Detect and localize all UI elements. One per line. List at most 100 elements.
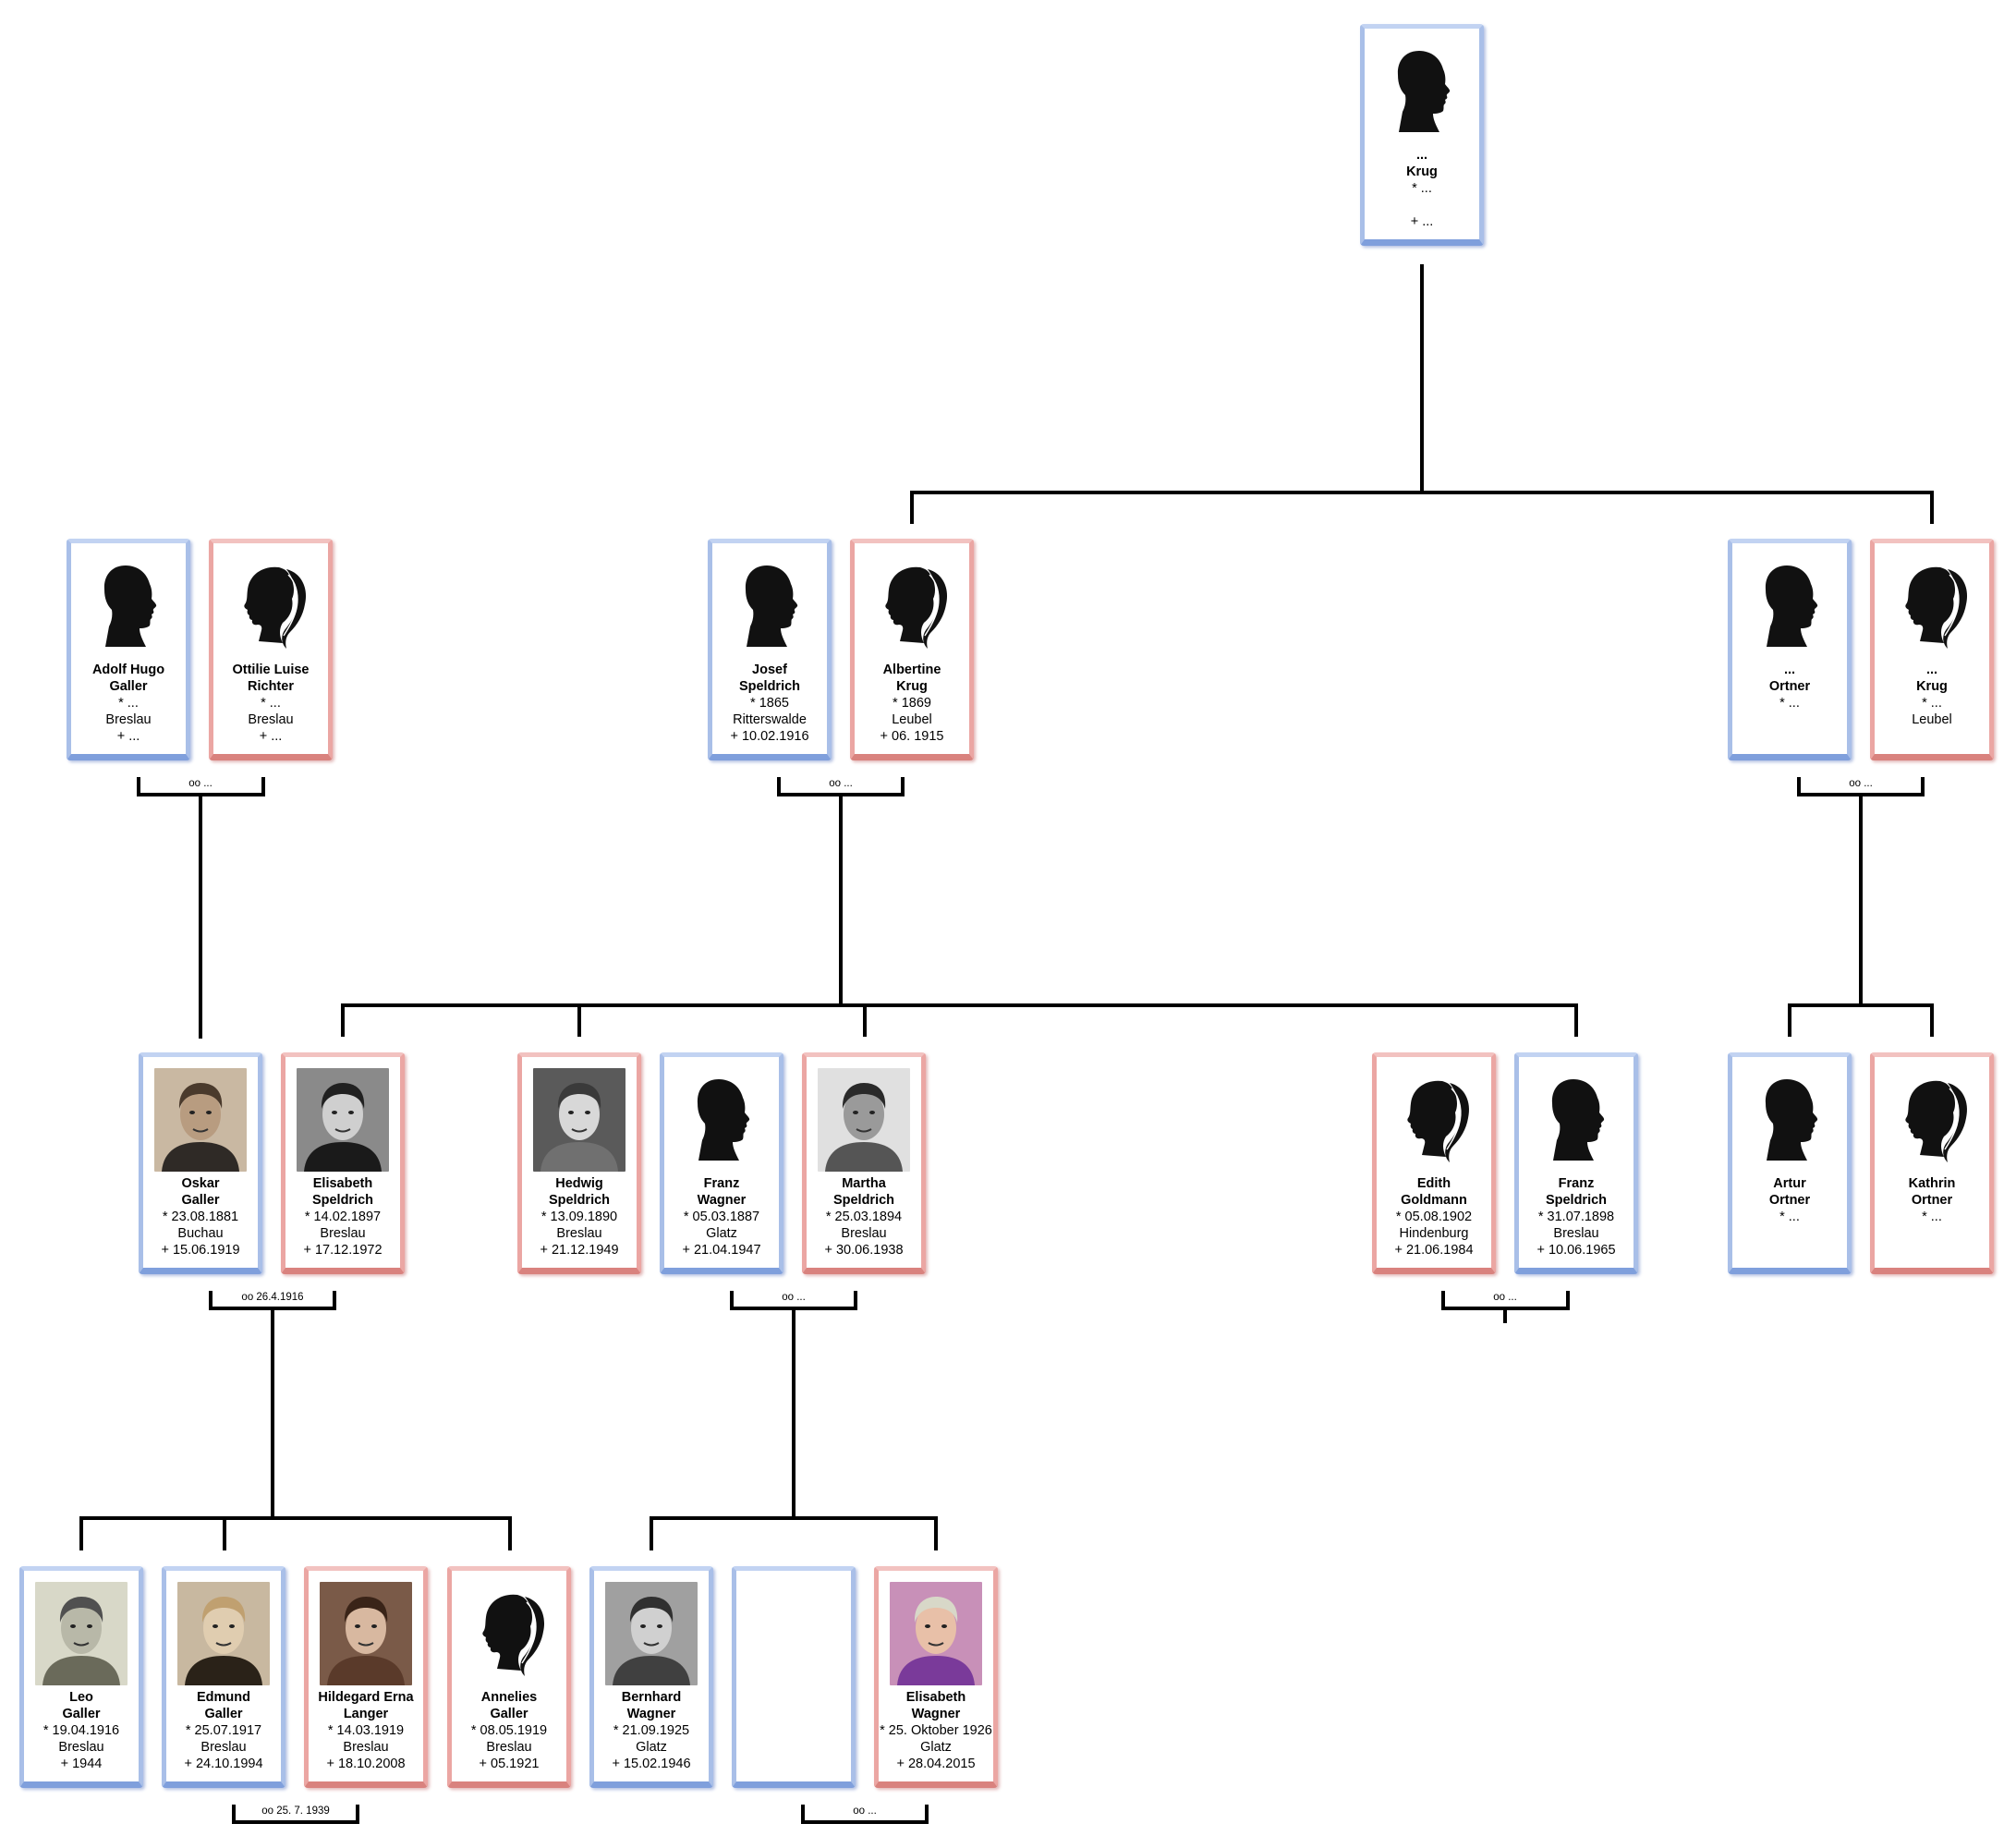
person-picture xyxy=(320,1582,412,1685)
person-place: Leubel xyxy=(892,712,932,727)
person-place: Leubel xyxy=(1912,712,1952,727)
person-picture xyxy=(1530,1068,1622,1172)
person-card-krug-leubel[interactable]: ...Krug* ...Leubel xyxy=(1870,539,1994,760)
male-silhouette-icon xyxy=(697,1079,750,1161)
person-surname: Galler xyxy=(490,1707,528,1721)
person-picture xyxy=(1388,1068,1480,1172)
portrait-photo xyxy=(297,1068,389,1172)
person-given-name: Adolf Hugo xyxy=(91,663,165,677)
person-place xyxy=(1732,711,1847,728)
person-picture xyxy=(533,1068,625,1172)
person-place: Glatz xyxy=(706,1226,737,1241)
portrait-photo xyxy=(533,1068,625,1172)
person-death: + 10.02.1916 xyxy=(730,729,809,744)
person-birth: * 31.07.1898 xyxy=(1537,1210,1615,1224)
person-birth: * ... xyxy=(1412,181,1432,196)
person-picture xyxy=(747,1582,840,1685)
person-given-name: Bernhard xyxy=(621,1690,682,1705)
person-death: + ... xyxy=(259,729,283,744)
female-silhouette-icon xyxy=(885,566,948,649)
connector-ortner-krug xyxy=(1788,777,1934,1037)
connector-adolf-ottilie xyxy=(137,777,265,1039)
person-place: Breslau xyxy=(486,1740,532,1755)
person-given-name: ... xyxy=(1925,663,1938,677)
female-silhouette-icon xyxy=(1407,1080,1470,1162)
person-given-name: Albertine xyxy=(882,663,941,677)
person-picture xyxy=(723,554,816,658)
person-death: + ... xyxy=(116,729,140,744)
person-birth: * 21.09.1925 xyxy=(613,1723,690,1738)
female-silhouette-icon xyxy=(1905,566,1968,649)
person-given-name: Ottilie Luise xyxy=(232,663,310,677)
person-birth: * 08.05.1919 xyxy=(470,1723,548,1738)
person-surname: Speldrich xyxy=(1545,1193,1608,1208)
person-place xyxy=(1732,1225,1847,1242)
person-surname: Ortner xyxy=(1768,1193,1811,1208)
person-place: Ritterswalde xyxy=(733,712,807,727)
female-silhouette-icon xyxy=(1905,1080,1968,1162)
person-info: ...Krug* ...Leubel xyxy=(1875,662,1989,745)
connector-edith-franz xyxy=(1441,1291,1570,1323)
marriage-label-franz-martha: oo ... xyxy=(782,1292,806,1303)
marriage-label-adolf-ottilie: oo ... xyxy=(188,778,213,789)
person-card-unnamed[interactable] xyxy=(732,1566,856,1788)
person-given-name: Annelies xyxy=(480,1690,538,1705)
person-picture xyxy=(154,1068,247,1172)
person-death: + 18.10.2008 xyxy=(326,1757,406,1771)
person-surname: Ortner xyxy=(1768,679,1811,694)
portrait-photo xyxy=(890,1582,982,1685)
person-picture xyxy=(82,554,175,658)
marriage-label-josef-albertine: oo ... xyxy=(829,778,853,789)
person-given-name: Oskar xyxy=(181,1176,220,1191)
person-given-name: Elisabeth xyxy=(312,1176,373,1191)
person-birth: * ... xyxy=(261,696,281,711)
person-picture xyxy=(1886,1068,1978,1172)
person-surname: Wagner xyxy=(626,1707,676,1721)
person-death: + 10.06.1965 xyxy=(1536,1243,1616,1258)
male-silhouette-icon xyxy=(745,565,798,647)
person-picture xyxy=(675,1068,768,1172)
female-silhouette-icon xyxy=(482,1594,545,1676)
person-surname: Galler xyxy=(109,679,148,694)
person-surname: Galler xyxy=(62,1707,101,1721)
person-place: Breslau xyxy=(343,1740,389,1755)
person-given-name: Martha xyxy=(842,1176,886,1191)
male-silhouette-icon xyxy=(1397,51,1451,132)
person-given-name: Artur xyxy=(1773,1176,1806,1191)
person-death: + 1944 xyxy=(60,1757,103,1771)
person-picture xyxy=(1743,554,1836,658)
person-surname: Speldrich xyxy=(311,1193,374,1208)
person-card-ortner[interactable]: ...Ortner* ... xyxy=(1728,539,1852,760)
person-info xyxy=(736,1689,851,1772)
connector-josef-albertine xyxy=(341,777,1578,1037)
person-surname: Galler xyxy=(204,1707,243,1721)
person-card-krug-top[interactable]: ...Krug* ... + ... xyxy=(1360,24,1484,246)
connector-krug-children xyxy=(910,264,1934,524)
